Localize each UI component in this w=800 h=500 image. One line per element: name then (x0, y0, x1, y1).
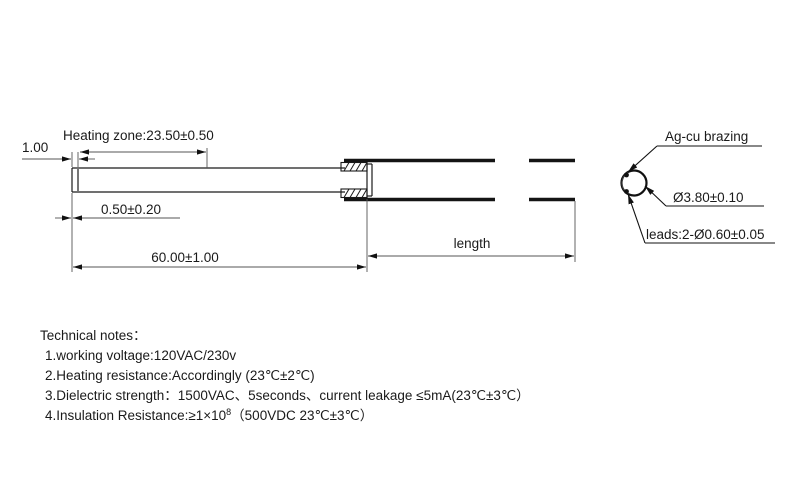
cross-section-view (620, 169, 648, 197)
heater-rod-body (71, 167, 345, 193)
dim-lead-length-label: length (454, 236, 491, 251)
dim-end-offset-label: 1.00 (22, 140, 48, 155)
dim-total-length-label: 60.00±1.00 (151, 250, 218, 265)
dimension-heating-zone: Heating zone:23.50±0.50 (63, 128, 214, 168)
technical-notes: Technical notes： 1.working voltage:120VA… (40, 328, 530, 423)
note-item-1: 1.working voltage:120VAC/230v (45, 348, 236, 363)
lead-wires (344, 158, 575, 202)
callout-diameter-label: Ø3.80±0.10 (673, 190, 743, 205)
callout-diameter: Ø3.80±0.10 (644, 185, 764, 207)
dim-wall-thickness-label: 0.50±0.20 (101, 202, 161, 217)
lead-dot-upper (624, 172, 629, 178)
note-item-4: 4.Insulation Resistance:≥1×108（500VDC 23… (45, 407, 373, 423)
note-item-4-exponent: 8 (226, 407, 231, 417)
callout-brazing: Ag-cu brazing (627, 129, 762, 173)
note-item-2: 2.Heating resistance:Accordingly (23℃±2℃… (45, 368, 315, 383)
dimension-end-offset: 1.00 (22, 140, 95, 167)
callout-leads: leads:2-Ø0.60±0.05 (627, 193, 775, 244)
dimension-lead-length: length (368, 201, 576, 262)
lead-dot-lower (624, 189, 629, 194)
dimension-total-length: 60.00±1.00 (71, 199, 368, 272)
dimension-wall-thickness: 0.50±0.20 (55, 193, 180, 222)
crimp-hatched-section (340, 161, 373, 199)
note-item-4-pre: 4.Insulation Resistance:≥1×10 (45, 408, 226, 423)
dim-heating-zone-label: Heating zone:23.50±0.50 (63, 128, 214, 143)
note-item-3: 3.Dielectric strength：1500VAC、5seconds、c… (45, 388, 530, 403)
callout-brazing-label: Ag-cu brazing (665, 129, 748, 144)
notes-heading: Technical notes： (40, 328, 147, 343)
note-item-4-post: （500VDC 23℃±3℃） (231, 408, 373, 423)
callout-leads-label: leads:2-Ø0.60±0.05 (646, 227, 765, 242)
